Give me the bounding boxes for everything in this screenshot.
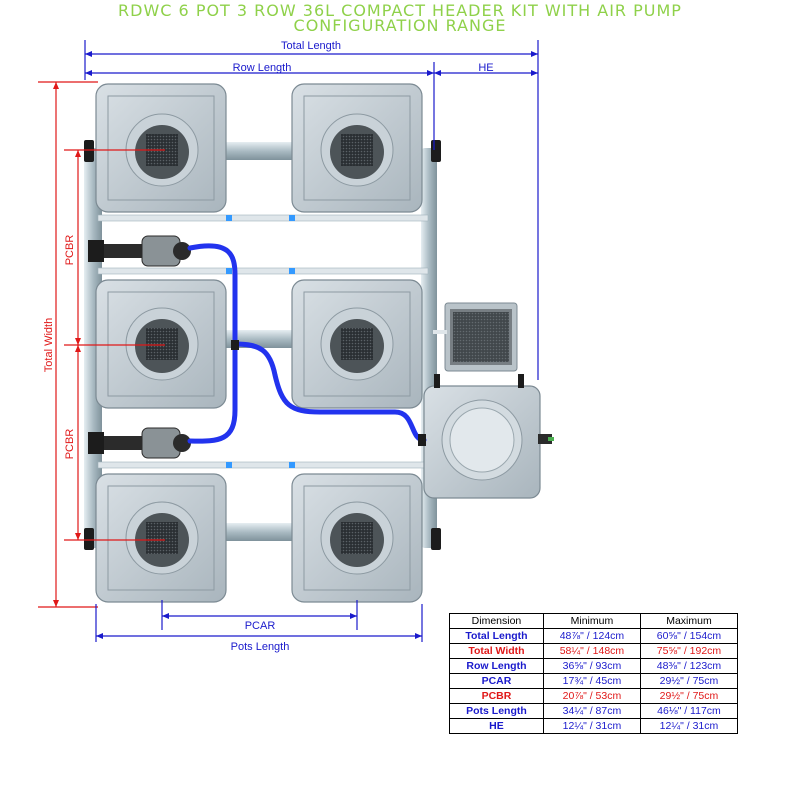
dim-he <box>434 70 538 76</box>
table-row: Pots Length 34¼" / 87cm 46⅛" / 117cm <box>449 703 739 719</box>
dim-total-width-label: Total Width <box>43 318 55 372</box>
table-cell-min: 34¼" / 87cm <box>542 703 641 719</box>
dimension-table: Dimension Minimum Maximum Total Length 4… <box>449 613 739 734</box>
table-cell-dimension: Total Length <box>449 628 544 644</box>
dim-pcbr-label-lower: PCBR <box>64 429 76 460</box>
table-cell-max: 29½" / 75cm <box>639 673 739 689</box>
table-row: Row Length 36⅝" / 93cm 48⅜" / 123cm <box>449 658 739 674</box>
air-pump <box>433 302 518 372</box>
table-cell-min: 12¼" / 31cm <box>542 718 641 734</box>
dim-pots-length <box>95 604 423 642</box>
table-cell-max: 46⅛" / 117cm <box>639 703 739 719</box>
diagram-title: RDWC 6 POT 3 ROW 36L COMPACT HEADER KIT … <box>118 1 682 20</box>
dim-row-length <box>85 62 435 150</box>
dim-total-length-label: Total Length <box>281 40 341 52</box>
table-row: Total Length 48⅞" / 124cm 60⅝" / 154cm <box>449 628 739 644</box>
dim-pots-length-label: Pots Length <box>231 641 290 653</box>
diagram-subtitle: CONFIGURATION RANGE <box>293 16 507 35</box>
dim-pcar <box>161 600 358 630</box>
table-row: PCBR 20⅞" / 53cm 29½" / 75cm <box>449 688 739 704</box>
table-header-row: Dimension Minimum Maximum <box>449 613 739 629</box>
table-row: PCAR 17¾" / 45cm 29½" / 75cm <box>449 673 739 689</box>
table-header: Dimension <box>449 613 544 629</box>
table-cell-max: 29½" / 75cm <box>639 688 739 704</box>
table-cell-dimension: HE <box>449 718 544 734</box>
pot-row-2-left <box>95 279 227 409</box>
table-cell-min: 36⅝" / 93cm <box>542 658 641 674</box>
table-cell-max: 48⅜" / 123cm <box>639 658 739 674</box>
table-header: Minimum <box>542 613 641 629</box>
table-cell-max: 75⅝" / 192cm <box>639 643 739 659</box>
pot-row-2-right <box>291 279 423 409</box>
table-cell-min: 58¼" / 148cm <box>542 643 641 659</box>
table-cell-dimension: PCAR <box>449 673 544 689</box>
table-cell-max: 12¼" / 31cm <box>639 718 739 734</box>
dim-he-label: HE <box>478 62 493 74</box>
pot-row-3-left <box>95 473 227 603</box>
table-cell-max: 60⅝" / 154cm <box>639 628 739 644</box>
header-tank <box>423 374 554 499</box>
table-row: Total Width 58¼" / 148cm 75⅝" / 192cm <box>449 643 739 659</box>
table-header: Maximum <box>639 613 739 629</box>
dim-pcar-label: PCAR <box>245 620 276 632</box>
pot-row-3-right <box>291 473 423 603</box>
dim-pcbr <box>64 149 165 541</box>
dim-row-length-label: Row Length <box>233 62 292 74</box>
table-cell-dimension: Pots Length <box>449 703 544 719</box>
table-cell-min: 17¾" / 45cm <box>542 673 641 689</box>
water-pump-lower <box>88 427 191 459</box>
table-row: HE 12¼" / 31cm 12¼" / 31cm <box>449 718 739 734</box>
pot-row-1-right <box>291 83 423 213</box>
water-pump-upper <box>88 235 191 267</box>
table-cell-min: 48⅞" / 124cm <box>542 628 641 644</box>
dim-pcbr-label-upper: PCBR <box>64 235 76 266</box>
table-cell-dimension: Total Width <box>449 643 544 659</box>
table-cell-min: 20⅞" / 53cm <box>542 688 641 704</box>
dim-total-width <box>38 81 98 608</box>
table-cell-dimension: Row Length <box>449 658 544 674</box>
pot-row-1-left <box>95 83 227 213</box>
table-cell-dimension: PCBR <box>449 688 544 704</box>
